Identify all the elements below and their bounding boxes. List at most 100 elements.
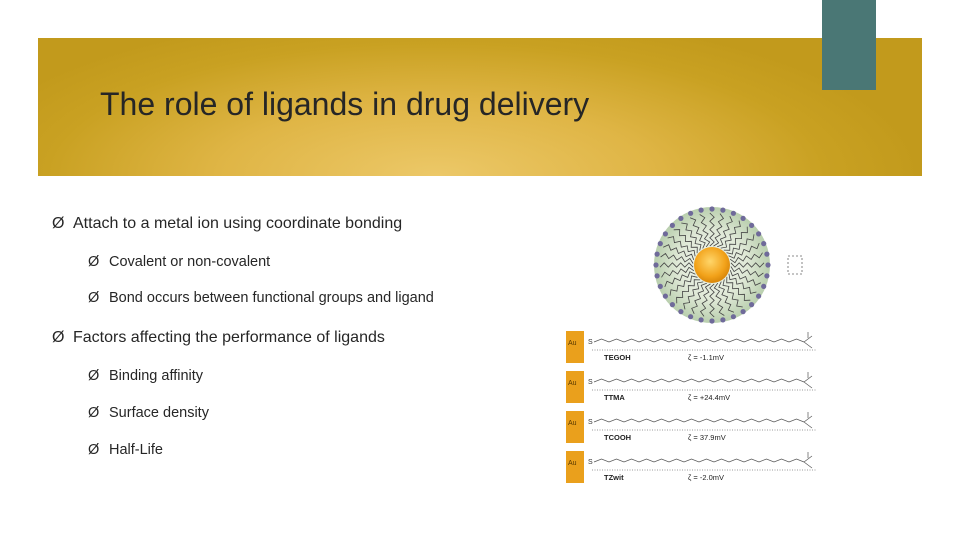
ligand-heads <box>653 206 771 324</box>
ligand-strand <box>713 213 725 247</box>
ligand-strand <box>663 244 695 260</box>
ligand-row: Au S TTMA ζ = +24.4mV <box>566 371 816 403</box>
ligand-strands <box>659 212 765 318</box>
ligand-head <box>698 317 704 323</box>
au-label: Au <box>568 380 577 387</box>
ligand-chain <box>593 338 805 343</box>
ligand-head <box>669 222 675 228</box>
ligand-head <box>709 206 715 212</box>
ligand-strand <box>713 282 725 316</box>
s-label: S <box>588 379 593 386</box>
ligand-strand <box>722 279 743 308</box>
ligand-strand <box>673 229 698 254</box>
au-label: Au <box>568 340 577 347</box>
ligand-row: Au S TEGOH ζ = -1.1mV <box>566 331 816 363</box>
zeta-potential: ζ = 37.9mV <box>688 433 726 442</box>
s-label: S <box>588 339 593 346</box>
ligand-strand <box>709 212 715 247</box>
ligand-name: TTMA <box>604 393 625 402</box>
ligand-head <box>720 207 726 213</box>
ligand-strand <box>661 266 695 278</box>
ligand-strand <box>728 273 757 294</box>
ligand-strand <box>729 270 761 286</box>
ligand-callout-box <box>787 255 803 275</box>
bullet-arrow-icon: Ø <box>88 405 100 421</box>
ligand-head <box>678 309 684 315</box>
gold-surface <box>566 331 584 363</box>
ligand-strand <box>709 283 715 318</box>
ligand-chain <box>593 458 805 463</box>
slide-title: The role of ligands in drug delivery <box>100 86 590 122</box>
bullet-text: Half-Life <box>109 442 163 458</box>
ligand-head <box>756 231 762 237</box>
zeta-potential: ζ = -1.1mV <box>688 353 724 362</box>
ligand-head <box>709 318 715 324</box>
s-label: S <box>588 459 593 466</box>
ligand-head <box>749 302 755 308</box>
zeta-potential: ζ = +24.4mV <box>688 393 730 402</box>
ligand-strand <box>729 252 763 264</box>
ligand-head <box>698 207 704 213</box>
au-label: Au <box>568 460 577 467</box>
ligand-strand <box>689 217 706 249</box>
ligand-strand <box>681 222 702 251</box>
end-group-mark <box>803 332 813 349</box>
ligand-head <box>657 241 663 247</box>
end-group-mark <box>803 412 813 429</box>
nanoparticle-diagram <box>653 206 803 324</box>
ligand-head <box>662 231 668 237</box>
ligand-strand <box>726 234 755 255</box>
ligand-head <box>740 309 746 315</box>
bullet-arrow-icon: Ø <box>88 290 100 306</box>
bullet-arrow-icon: Ø <box>88 254 100 270</box>
ligand-strand <box>730 266 764 278</box>
ligand-head <box>740 215 746 221</box>
ligand-head <box>678 215 684 221</box>
gold-surface <box>566 451 584 483</box>
bullet-text: Bond occurs between functional groups an… <box>109 290 434 306</box>
au-label: Au <box>568 420 577 427</box>
accent-bar <box>822 0 876 90</box>
ligand-strand <box>728 242 760 259</box>
bullet-text: Factors affecting the performance of lig… <box>73 329 385 346</box>
bullet-text: Surface density <box>109 405 209 421</box>
ligand-strand <box>664 271 696 288</box>
ligand-name: TZwit <box>604 473 624 482</box>
ligand-chain <box>593 378 805 383</box>
gold-surface <box>566 411 584 443</box>
ligand-head <box>654 251 660 257</box>
ligand-strand <box>718 281 735 313</box>
gold-core <box>694 247 730 283</box>
ligand-strand <box>730 262 765 268</box>
ligand-strand <box>660 252 694 264</box>
ligand-head <box>764 273 770 279</box>
ligand-head <box>749 222 755 228</box>
ligand-head <box>657 283 663 289</box>
ligand-strand <box>659 262 694 268</box>
s-label: S <box>588 419 593 426</box>
bullet-arrow-icon: Ø <box>52 215 65 232</box>
title-banner <box>38 38 922 176</box>
ligand-head <box>730 314 736 320</box>
ligand-strand <box>723 226 748 251</box>
ligand-strand <box>691 282 707 314</box>
bullet-text: Attach to a metal ion using coordinate b… <box>73 215 403 232</box>
ligand-strand <box>667 236 696 257</box>
ligand-head <box>654 273 660 279</box>
end-group-mark <box>803 372 813 389</box>
ligand-head <box>765 262 771 268</box>
ligand-strand <box>699 283 711 317</box>
ligand-head <box>761 241 767 247</box>
ligand-head <box>662 293 668 299</box>
bullet-text: Binding affinity <box>109 368 204 384</box>
ligand-name: TEGOH <box>604 353 631 362</box>
ligand-strand <box>699 214 711 248</box>
ligand-chain <box>593 418 805 423</box>
bullet-arrow-icon: Ø <box>88 442 100 458</box>
ligand-head <box>688 210 694 216</box>
bullet-text: Covalent or non-covalent <box>109 254 271 270</box>
ligand-strand <box>726 276 751 301</box>
